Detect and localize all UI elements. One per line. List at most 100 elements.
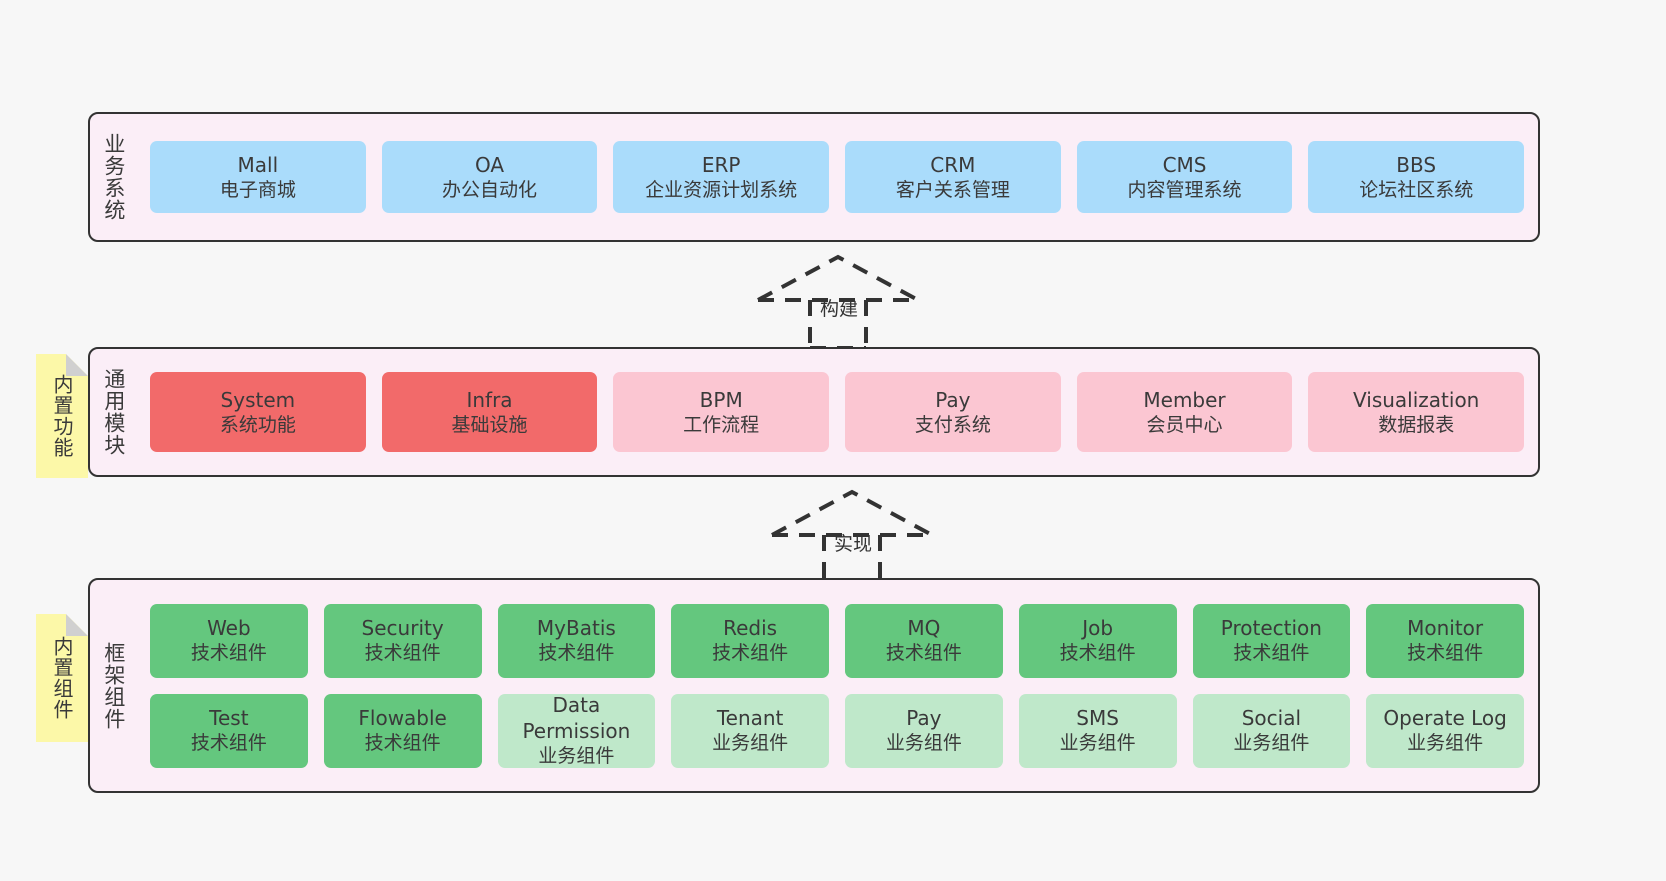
node-title-cn: 基础设施 (451, 413, 528, 436)
node-title-en: MQ (907, 616, 941, 641)
node-title-cn: 技术组件 (190, 732, 267, 755)
node-title-en: Data Permission (522, 693, 631, 744)
layer-body-framework-component: Web 技术组件 Security 技术组件 MyBatis 技术组件 Redi… (136, 580, 1538, 791)
node-mybatis[interactable]: MyBatis 技术组件 (497, 603, 656, 678)
node-title-en: CMS (1162, 152, 1207, 177)
node-row: Mall 电子商城 OA 办公自动化 ERP 企业资源计划系统 CRM 客户关系… (150, 141, 1525, 213)
node-title-cn: 技术组件 (538, 642, 615, 665)
node-title-en: BBS (1396, 152, 1437, 177)
sticky-note-builtin-function[interactable]: 内置功能 (36, 354, 88, 478)
layer-common-module[interactable]: 通用模块 System 系统功能 Infra 基础设施 BPM 工作流程 Pay… (88, 347, 1540, 477)
node-row: Web 技术组件 Security 技术组件 MyBatis 技术组件 Redi… (150, 603, 1524, 678)
node-mall[interactable]: Mall 电子商城 (150, 141, 366, 213)
node-title-en: Web (207, 616, 251, 641)
node-title-cn: 业务组件 (885, 732, 962, 755)
layer-business-system[interactable]: 业务系统 Mall 电子商城 OA 办公自动化 ERP 企业资源计划系统 CRM… (88, 112, 1540, 242)
node-sms[interactable]: SMS 业务组件 (1018, 693, 1177, 768)
node-title-en: Tenant (716, 706, 784, 731)
sticky-note-label: 内置功能 (50, 374, 74, 458)
node-title-cn: 业务组件 (1407, 732, 1484, 755)
node-title-en: Pay (935, 387, 971, 412)
node-title-cn: 技术组件 (1407, 642, 1484, 665)
node-title-cn: 技术组件 (190, 642, 267, 665)
node-title-en: Operate Log (1383, 706, 1507, 731)
layer-title-common-module: 通用模块 (101, 368, 126, 456)
node-row: System 系统功能 Infra 基础设施 BPM 工作流程 Pay 支付系统… (150, 372, 1525, 452)
node-system[interactable]: System 系统功能 (150, 372, 366, 452)
node-operate-log[interactable]: Operate Log 业务组件 (1366, 693, 1524, 768)
node-web[interactable]: Web 技术组件 (150, 603, 308, 678)
node-title-cn: 技术组件 (1233, 642, 1310, 665)
node-title-cn: 论坛社区系统 (1359, 178, 1474, 201)
node-tenant[interactable]: Tenant 业务组件 (671, 693, 829, 768)
node-data-permission[interactable]: Data Permission 业务组件 (497, 693, 656, 768)
node-job[interactable]: Job 技术组件 (1018, 603, 1177, 678)
node-title-en: System (220, 387, 296, 412)
node-title-en: Monitor (1407, 616, 1484, 641)
node-title-en: Redis (723, 616, 778, 641)
node-mq[interactable]: MQ 技术组件 (845, 603, 1003, 678)
node-flowable[interactable]: Flowable 技术组件 (323, 693, 482, 768)
node-title-en: Mall (237, 152, 279, 177)
note-fold-corner-icon (66, 614, 88, 636)
node-pay[interactable]: Pay 支付系统 (845, 372, 1061, 452)
node-title-en: Protection (1220, 616, 1322, 641)
node-title-cn: 技术组件 (364, 732, 441, 755)
node-title-en: ERP (701, 152, 741, 177)
node-title-en: Visualization (1353, 387, 1480, 412)
node-title-en: Flowable (358, 706, 447, 731)
arrow-build: 构建 (748, 252, 928, 352)
node-title-cn: 技术组件 (885, 642, 962, 665)
node-title-cn: 内容管理系统 (1127, 178, 1242, 201)
node-title-en: Infra (466, 387, 513, 412)
node-title-en: BPM (699, 387, 743, 412)
layer-body-business-system: Mall 电子商城 OA 办公自动化 ERP 企业资源计划系统 CRM 客户关系… (136, 114, 1538, 240)
node-pay-component[interactable]: Pay 业务组件 (845, 693, 1003, 768)
node-monitor[interactable]: Monitor 技术组件 (1366, 603, 1524, 678)
node-visualization[interactable]: Visualization 数据报表 (1308, 372, 1525, 452)
node-title-en: MyBatis (536, 616, 616, 641)
node-bpm[interactable]: BPM 工作流程 (613, 372, 830, 452)
node-social[interactable]: Social 业务组件 (1192, 693, 1351, 768)
node-title-cn: 会员中心 (1146, 413, 1223, 436)
arrow-implement: 实现 (762, 487, 942, 587)
node-title-cn: 工作流程 (683, 413, 760, 436)
node-oa[interactable]: OA 办公自动化 (381, 141, 598, 213)
node-member[interactable]: Member 会员中心 (1076, 372, 1293, 452)
node-infra[interactable]: Infra 基础设施 (381, 372, 598, 452)
node-title-cn: 业务组件 (712, 732, 789, 755)
sticky-note-builtin-component[interactable]: 内置组件 (36, 614, 88, 742)
layer-framework-component[interactable]: 框架组件 Web 技术组件 Security 技术组件 MyBatis 技术组件… (88, 578, 1540, 793)
node-crm[interactable]: CRM 客户关系管理 (845, 141, 1061, 213)
node-title-en: Member (1143, 387, 1226, 412)
node-title-en: Pay (906, 706, 942, 731)
node-title-cn: 技术组件 (712, 642, 789, 665)
node-title-en: SMS (1076, 706, 1119, 731)
node-title-cn: 数据报表 (1378, 413, 1455, 436)
node-title-cn: 客户关系管理 (895, 178, 1010, 201)
node-title-cn: 技术组件 (364, 642, 441, 665)
node-title-cn: 系统功能 (219, 413, 296, 436)
node-security[interactable]: Security 技术组件 (323, 603, 482, 678)
node-cms[interactable]: CMS 内容管理系统 (1076, 141, 1293, 213)
layer-body-common-module: System 系统功能 Infra 基础设施 BPM 工作流程 Pay 支付系统… (136, 349, 1538, 475)
node-redis[interactable]: Redis 技术组件 (671, 603, 829, 678)
node-title-cn: 业务组件 (1233, 732, 1310, 755)
layer-title-business-system: 业务系统 (101, 133, 126, 221)
arrow-label-implement: 实现 (834, 533, 873, 555)
node-title-en: Social (1241, 706, 1302, 731)
node-title-cn: 业务组件 (538, 745, 615, 768)
arrow-label-build: 构建 (820, 298, 859, 320)
node-erp[interactable]: ERP 企业资源计划系统 (613, 141, 830, 213)
node-title-cn: 支付系统 (914, 413, 991, 436)
node-title-cn: 电子商城 (219, 178, 296, 201)
node-title-cn: 技术组件 (1059, 642, 1136, 665)
node-title-en: CRM (930, 152, 976, 177)
node-title-cn: 业务组件 (1059, 732, 1136, 755)
node-protection[interactable]: Protection 技术组件 (1192, 603, 1351, 678)
node-bbs[interactable]: BBS 论坛社区系统 (1308, 141, 1525, 213)
node-test[interactable]: Test 技术组件 (150, 693, 308, 768)
node-title-en: Security (361, 616, 444, 641)
node-title-en: Job (1082, 616, 1114, 641)
node-row: Test 技术组件 Flowable 技术组件 Data Permission … (150, 693, 1524, 768)
